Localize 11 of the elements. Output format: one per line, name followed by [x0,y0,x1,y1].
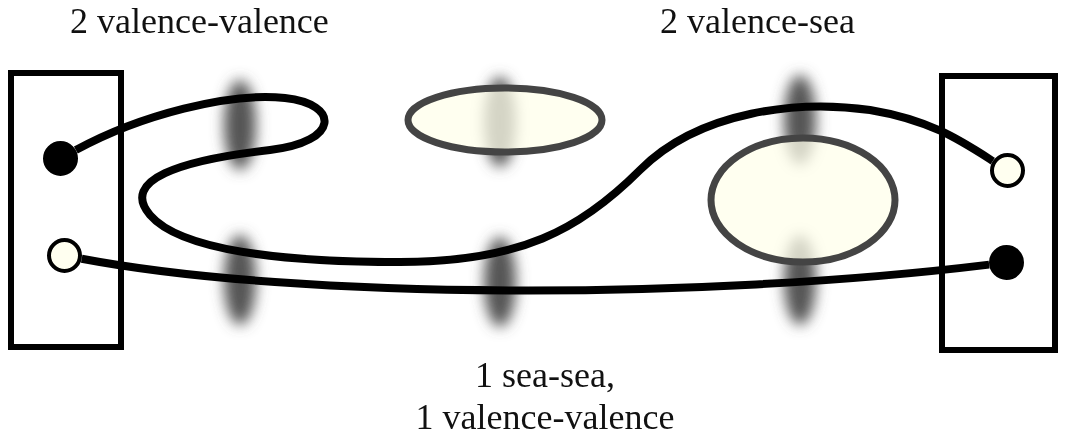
connector-line [74,93,995,266]
connector-line [81,254,990,295]
particle-dot [990,153,1025,188]
annotation-text: 1 sea-sea, 1 valence-valence [414,354,676,437]
particle-dot [989,245,1024,280]
frame-box [939,73,1058,353]
particle-dot [47,238,82,273]
particle-dot [43,141,78,176]
frame-box [8,70,124,350]
annotation-text: 2 valence-valence [70,0,330,42]
annotation-text: 2 valence-sea [660,0,856,42]
